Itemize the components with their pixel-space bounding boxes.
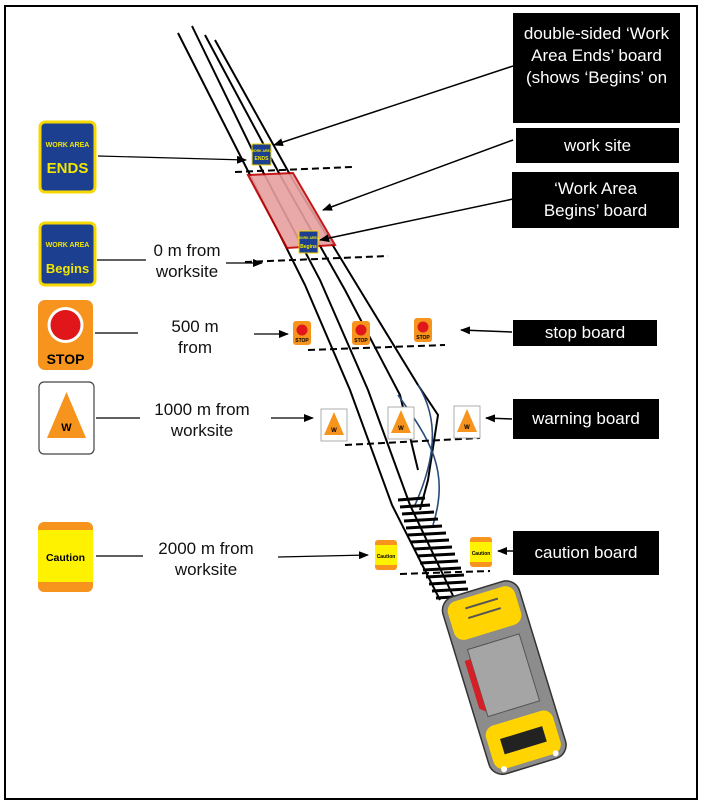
legend-begins-board: WORK AREA Begins <box>38 221 97 287</box>
track-ends-board-line2: ENDS <box>255 156 270 162</box>
arrow-begins <box>319 198 514 243</box>
legend-stop-text: STOP <box>47 351 85 367</box>
track-stop-board-middle: STOP <box>352 321 370 345</box>
callout-work-area-begins: ‘Work Area Begins’ board <box>512 172 679 228</box>
arrow-two-thousand <box>277 551 369 560</box>
work-site-area <box>246 171 337 250</box>
track-warning-board-left-text: W <box>331 428 337 434</box>
arrow-double-sided <box>273 65 514 146</box>
distance-label-one-thousand: 1000 m from worksite <box>142 399 262 441</box>
distance-label-zero: 0 m from worksite <box>142 240 232 282</box>
locomotive <box>441 580 567 776</box>
track-warning-board-middle: W <box>387 406 415 440</box>
legend-ends-line2: ENDS <box>47 160 89 177</box>
track-begins-board-line1: WORK AREA <box>298 236 320 240</box>
legend-connectors <box>95 155 247 557</box>
boundary-work-area-ends <box>234 166 353 173</box>
callout-warning-board: warning board <box>513 399 659 439</box>
arrow-warning-board <box>485 414 513 423</box>
track-begins-board: WORK AREA Begins <box>298 230 320 254</box>
track-caution-board-left-text: Caution <box>377 554 396 560</box>
rail-1 <box>177 32 441 601</box>
distance-label-five-hundred: 500 m from <box>145 316 245 358</box>
callout-stop-board: stop board <box>513 320 657 346</box>
track-warning-board-right-text: W <box>464 425 470 431</box>
legend-stop-board: STOP <box>38 300 93 370</box>
legend-warning-text: W <box>61 422 72 434</box>
track-ends-board: WORK AREA ENDS <box>251 143 273 166</box>
distance-label-five-hundred-line1: 500 m <box>171 317 219 336</box>
arrow-stop-board <box>460 326 513 335</box>
track-stop-board-left: STOP <box>293 321 311 345</box>
boundary-work-area-begins <box>244 255 389 263</box>
distance-label-zero-line1: 0 m from <box>153 241 221 260</box>
track-caution-board-left: Caution <box>375 540 397 570</box>
connector-ends <box>97 155 247 164</box>
sleepers <box>397 496 471 600</box>
boundary-caution <box>399 570 491 575</box>
distance-label-one-thousand-line1: 1000 m from <box>154 400 250 419</box>
distance-label-zero-line2: worksite <box>155 262 219 281</box>
callout-caution-board: caution board <box>513 531 659 575</box>
distance-label-two-thousand-line2: worksite <box>174 560 238 579</box>
boundary-lines <box>234 166 491 575</box>
track-warning-board-right: W <box>453 405 481 439</box>
track-begins-board-line2: Begins <box>300 244 317 250</box>
track-stop-board-middle-text: STOP <box>354 338 368 344</box>
track-stop-board-left-text: STOP <box>295 338 309 344</box>
boundary-stop <box>307 344 446 351</box>
track-caution-board-right: Caution <box>470 537 492 567</box>
track-warning-board-middle-text: W <box>398 426 404 432</box>
legend-begins-line2: Begins <box>46 261 89 276</box>
legend-caution-text: Caution <box>46 552 85 564</box>
legend-ends-board: WORK AREA ENDS <box>38 120 97 194</box>
legend-ends-line1: WORK AREA <box>46 142 90 149</box>
callout-arrows <box>273 65 515 555</box>
legend-caution-board: Caution <box>38 522 93 592</box>
track-stop-board-right-text: STOP <box>416 335 430 341</box>
distance-label-one-thousand-line2: worksite <box>170 421 234 440</box>
distance-arrows <box>226 259 369 560</box>
turnout-rail-1 <box>414 384 434 506</box>
distance-label-five-hundred-line2: from <box>178 338 212 357</box>
boundary-warning <box>344 437 481 446</box>
track-caution-board-right-text: Caution <box>472 551 491 557</box>
callout-work-site: work site <box>516 128 679 163</box>
legend-begins-line1: WORK AREA <box>46 242 90 249</box>
track-stop-board-right: STOP <box>414 318 432 342</box>
arrow-work-site <box>322 139 514 211</box>
distance-label-two-thousand: 2000 m from worksite <box>146 538 266 580</box>
legend-warning-board: W <box>38 381 95 455</box>
track-warning-board-left: W <box>320 408 348 442</box>
track-ends-board-line1: WORK AREA <box>251 149 273 153</box>
callout-double-sided: double-sided ‘Work Area Ends’ board (sho… <box>513 13 680 123</box>
distance-label-two-thousand-line1: 2000 m from <box>158 539 254 558</box>
